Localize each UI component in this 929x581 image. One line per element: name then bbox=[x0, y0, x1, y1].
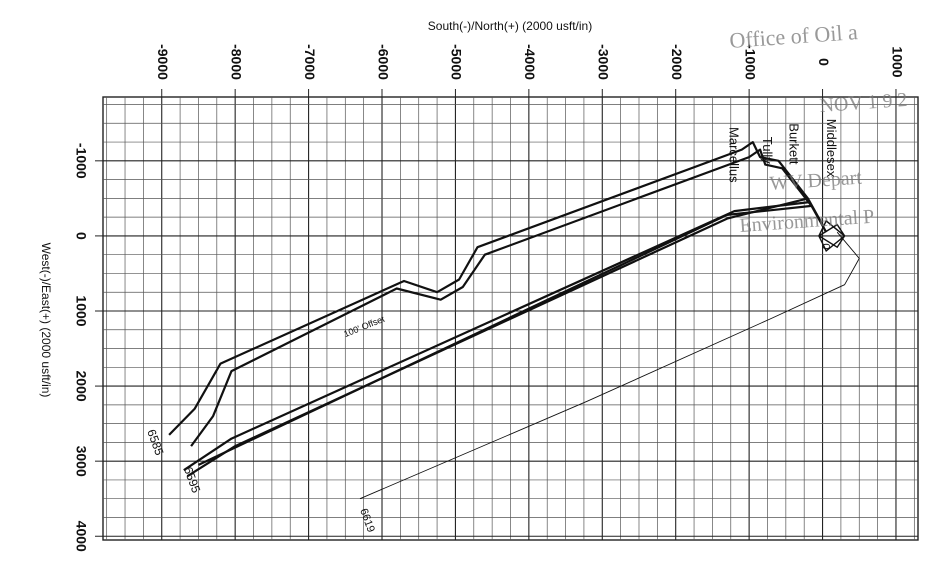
x-tick-label: -7000 bbox=[302, 44, 318, 80]
axis-ticks: -9000 -8000 -7000 -6000 -5000 -4000 -3000 -2000… bbox=[73, 44, 905, 552]
series-line bbox=[168, 141, 824, 436]
stamp-line-2: NOV 1 9 2 bbox=[819, 89, 908, 117]
x-tick-label: -4000 bbox=[522, 44, 538, 80]
x-tick-label: -6000 bbox=[375, 44, 391, 80]
y-tick-label: 2000 bbox=[73, 370, 89, 401]
chart-annotation: 100' Offset bbox=[342, 314, 386, 340]
x-tick-label: -9000 bbox=[155, 44, 171, 80]
chart-series bbox=[168, 141, 860, 500]
x-tick-label: -5000 bbox=[449, 44, 465, 80]
series-line bbox=[190, 148, 828, 447]
x-tick-label: -1000 bbox=[742, 44, 758, 80]
formation-label: Marcellus bbox=[726, 127, 741, 183]
chart-annotation: 6619 bbox=[357, 507, 377, 534]
left-axis-label: West(-)/East(+) (2000 usft/in) bbox=[39, 243, 53, 398]
top-axis-label: South(-)/North(+) (2000 usft/in) bbox=[428, 19, 592, 33]
y-tick-label: 4000 bbox=[73, 521, 89, 552]
chart-labels: Marcellus Tully Burkett Middlesex 100' Offse… bbox=[144, 119, 839, 534]
chart-grid bbox=[102, 96, 919, 541]
formation-label: Tully bbox=[760, 137, 775, 164]
well-pad-marker bbox=[817, 219, 846, 253]
y-tick-label: 3000 bbox=[73, 446, 89, 477]
series-line bbox=[359, 231, 860, 500]
y-tick-label: 0 bbox=[73, 232, 89, 240]
x-tick-label: 0 bbox=[816, 58, 832, 66]
series-line bbox=[183, 201, 810, 472]
formation-label: Burkett bbox=[787, 123, 802, 165]
series-line bbox=[186, 197, 809, 478]
x-tick-label: -2000 bbox=[669, 44, 685, 80]
formation-label: Middlesex bbox=[824, 119, 839, 178]
x-tick-label: 1000 bbox=[889, 46, 905, 77]
chart-annotation: 0 bbox=[820, 243, 832, 249]
x-tick-label: -8000 bbox=[228, 44, 244, 80]
y-tick-label: -1000 bbox=[73, 143, 89, 179]
y-tick-label: 1000 bbox=[73, 295, 89, 326]
x-tick-label: -3000 bbox=[596, 44, 612, 80]
stamp-line-1: Office of Oil a bbox=[729, 19, 859, 53]
